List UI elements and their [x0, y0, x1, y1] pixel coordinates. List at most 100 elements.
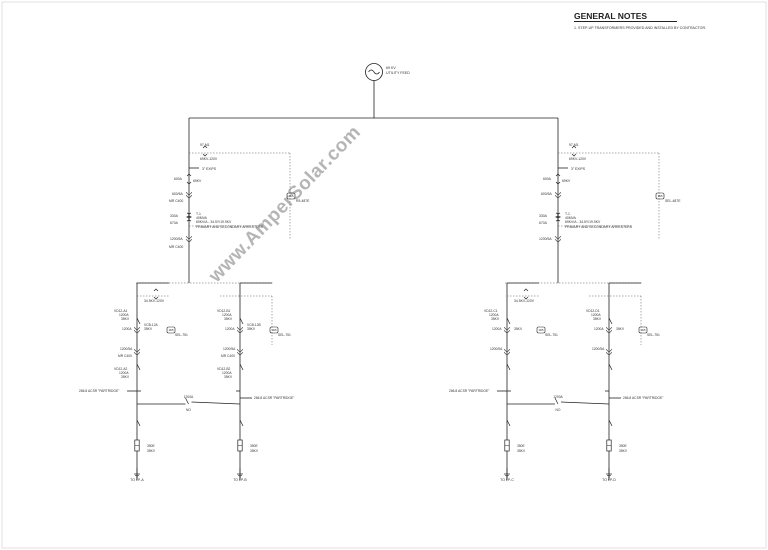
breaker-bottom-icon — [608, 363, 613, 371]
xfmr-volts-label: 69KV/A - 34.5Y/19.9KV — [565, 220, 601, 224]
feeder-destination-label: TO LP-C — [500, 478, 514, 482]
breaker-bottom-icon — [136, 363, 141, 371]
breaker-top-tag: VD12-A1 — [114, 309, 128, 313]
ct-ratio-label: 600/5A — [541, 192, 552, 196]
relay-code-icon: 11B — [168, 328, 173, 332]
sine-wave-icon — [368, 69, 380, 75]
fuse-disconnect-icon — [506, 419, 511, 427]
tie-switch-icon — [554, 397, 559, 405]
ground-icon — [606, 468, 612, 478]
feeder-ct2-icon — [237, 348, 243, 355]
secondary-ct-label: 1200/5A — [170, 237, 183, 241]
feeder-destination-label: TO LP-D — [602, 478, 616, 482]
feeder-meter-label: MR C400 — [118, 354, 132, 358]
breaker-top-kv: 35KV — [224, 317, 233, 321]
feeder-ct-label: 1200A — [122, 327, 132, 331]
feeder-ct2-icon — [134, 348, 140, 355]
fuse-disconnect-icon — [239, 419, 244, 427]
fuse-disconnect-icon — [608, 419, 613, 427]
breaker-bottom-tag: VD12-B2 — [217, 367, 231, 371]
feeder-relay-label: SEL-751 — [278, 333, 291, 337]
tie-bus-right — [560, 401, 610, 405]
vcb-tag-label: VCB-12B — [247, 323, 262, 327]
pt-tag-label: 97-M1 — [200, 143, 210, 147]
secondary-ct-label: 1200/5A — [539, 237, 552, 241]
breaker-top-kv: 35KV — [121, 317, 130, 321]
pt-icon — [571, 145, 577, 157]
relay-code-icon: 11B — [538, 328, 543, 332]
breaker-top-icon — [136, 317, 141, 325]
vcb-kv-label: 35KV — [514, 327, 523, 331]
secondary-meter-label: MR C400 — [169, 245, 183, 249]
switch-kv-label: 69KV — [562, 179, 571, 183]
tie-state-label: NO — [556, 408, 561, 412]
pt-tag-label: 97-M1 — [569, 143, 579, 147]
breaker-bottom-icon — [506, 363, 511, 371]
secondary-ct-icon — [186, 235, 192, 242]
fuse-icon — [606, 439, 612, 452]
pt-note-label: 3" EXIPS — [202, 167, 217, 171]
breaker-top-kv: 35KV — [593, 317, 602, 321]
feeder-ct2-icon — [504, 348, 510, 355]
feeder-destination-label: TO LP-A — [130, 478, 144, 482]
tie-switch-icon — [185, 397, 189, 405]
relay-code-icon: 11B — [640, 328, 645, 332]
breaker-bottom-kv: 35KV — [224, 375, 233, 379]
fuse-rating-label: 350E — [147, 444, 156, 448]
fuse-kv-label: 35KV — [619, 449, 628, 453]
fuse-rating-label: 350E — [517, 444, 526, 448]
vcb-kv-label: 35KV — [247, 327, 256, 331]
ct-icon — [555, 191, 561, 198]
disconnect-switch-icon — [186, 173, 192, 185]
fuse-rating-label: 350E — [619, 444, 628, 448]
breaker-top-tag: VD12-B1 — [217, 309, 231, 313]
ground-icon — [504, 468, 510, 478]
conductor-label: 266.8 ACSR "PARTRIDGE" — [254, 396, 295, 400]
fuse-kv-label: 35KV — [147, 449, 156, 453]
xfmr-fuse2-label: 670A — [170, 221, 179, 225]
fuse-icon — [504, 439, 510, 452]
feeder-ct2-label: 1200/5A — [120, 347, 133, 351]
relay-code-icon: 11B — [657, 194, 662, 198]
feeder-ct-label: 1200A — [225, 327, 235, 331]
tie-state-label: NO — [186, 408, 191, 412]
bus-pt-label: 34.5KV-120V — [514, 299, 535, 303]
bus-pt-label: 34.5KV-120V — [144, 299, 165, 303]
conductor-label: 266.8 ACSR "PARTRIDGE" — [449, 389, 490, 393]
utility-voltage-label: 69 KV — [386, 66, 396, 70]
relay-model-label: SEL-487E — [665, 199, 681, 203]
breaker-top-icon — [239, 317, 244, 325]
xfmr-fuse-label: 330A — [539, 214, 548, 218]
breaker-bottom-icon — [239, 363, 244, 371]
general-notes-title: GENERAL NOTES — [574, 11, 678, 22]
fuse-kv-label: 35KV — [517, 449, 526, 453]
fuse-kv-label: 35KV — [250, 449, 259, 453]
xfmr-tag-label: T-1 — [565, 212, 570, 216]
breaker-top-icon — [608, 317, 613, 325]
switch-amp-label: 600A — [543, 177, 552, 181]
meter-label: MR C400 — [169, 199, 183, 203]
feeder-ct2-icon — [606, 348, 612, 355]
disconnect-switch-icon — [555, 173, 561, 185]
feeder: 34.5KV-120VVD12-A11200A35KV1200AVCB-12A3… — [79, 282, 188, 482]
feeder-ct2-label: 1200/5A — [223, 347, 236, 351]
conductor-label: 266.8 ACSR "PARTRIDGE" — [79, 389, 120, 393]
pt-icon — [202, 145, 208, 157]
arrester-label: PRIMARY AND SECONDARY ARRESTERS — [196, 225, 264, 229]
tie-bus-right — [191, 401, 241, 405]
breaker-top-amp: 1200A — [489, 313, 499, 317]
feeder-destination-label: TO LP-B — [233, 478, 247, 482]
feeder-relay-label: SEL-751 — [545, 333, 558, 337]
breaker-bottom-kv: 35KV — [121, 375, 130, 379]
ct-ratio-label: 600/5A — [172, 192, 183, 196]
conductor-label: 266.8 ACSR "PARTRIDGE" — [623, 396, 664, 400]
feeder-ct-icon — [134, 326, 140, 333]
